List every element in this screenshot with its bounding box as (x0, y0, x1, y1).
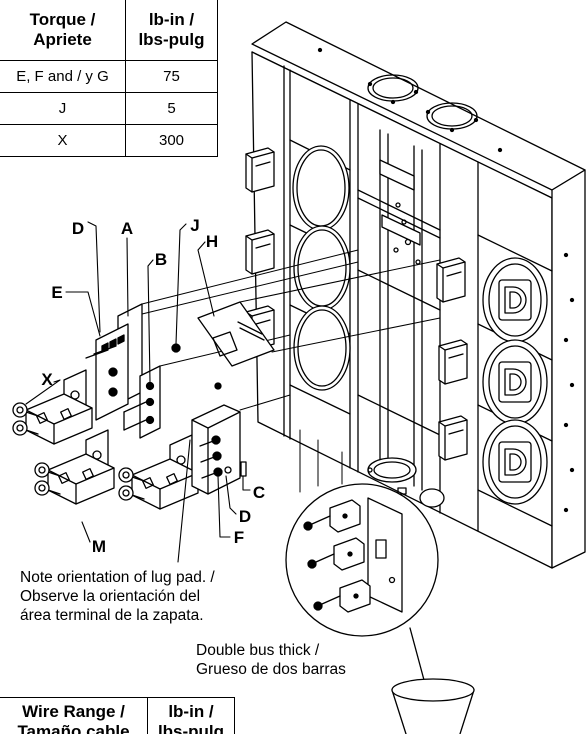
wire-unit-header-line: lb-in / (168, 702, 214, 721)
torque-part-cell: E, F and / y G (0, 60, 126, 93)
lug-pad-plates (85, 303, 161, 439)
wire-range-header: Wire Range / Tamaño cable lb-in / lbs-pu… (0, 697, 235, 734)
callout-f: F (234, 528, 244, 547)
callout-labels: D A J H B E X C D F M (41, 216, 265, 556)
wire-unit-header-line: lbs-pulg (157, 722, 225, 734)
bottom-knockouts (367, 457, 445, 508)
wire-unit-header-cell: lb-in / lbs-pulg (147, 697, 235, 734)
table-row: E, F and / y G 75 (0, 60, 218, 93)
torque-unit-header-line: lbs-pulg (138, 30, 205, 49)
table-row: X 300 (0, 124, 218, 157)
torque-value-cell: 75 (125, 60, 218, 93)
callout-d-lower: D (239, 507, 251, 526)
callout-d-upper: D (72, 219, 84, 238)
wire-range-header-cell: Wire Range / Tamaño cable (0, 697, 148, 734)
callout-a: A (121, 219, 133, 238)
meter-cutouts (292, 145, 351, 391)
torque-unit-header-cell: lb-in / lbs-pulg (125, 0, 218, 61)
neutral-plate-h (171, 301, 275, 390)
torque-table: Torque / Apriete lb-in / lbs-pulg E, F a… (0, 0, 218, 157)
torque-header-line: Apriete (33, 30, 92, 49)
callout-j: J (190, 216, 199, 235)
torque-part-cell: J (0, 92, 126, 125)
callout-b: B (155, 250, 167, 269)
square-d-logo-icon (482, 257, 548, 505)
top-knockouts (317, 47, 503, 153)
side-screws (563, 252, 575, 513)
torque-table-header: Torque / Apriete lb-in / lbs-pulg (0, 0, 218, 61)
note-line: Grueso de dos barras (196, 661, 346, 678)
bus-thickness-note: Double bus thick / Grueso de dos barras (196, 641, 346, 679)
callout-h: H (206, 232, 218, 251)
wire-range-header-line: Tamaño cable (17, 722, 130, 734)
callout-m: M (92, 537, 106, 556)
torque-value-cell: 5 (125, 92, 218, 125)
note-line: Note orientation of lug pad. / (20, 569, 215, 586)
torque-unit-header-line: lb-in / (148, 10, 195, 29)
callout-c: C (253, 483, 265, 502)
wire-range-table-wrapper: Wire Range / Tamaño cable lb-in / lbs-pu… (0, 697, 238, 734)
note-line: Double bus thick / (196, 642, 320, 659)
wire-range-table: Wire Range / Tamaño cable lb-in / lbs-pu… (0, 697, 235, 734)
torque-part-cell: X (0, 124, 126, 157)
table-row: J 5 (0, 92, 218, 125)
note-line: Observe la orientación del (20, 588, 201, 605)
lug-orientation-note: Note orientation of lug pad. / Observe l… (20, 568, 215, 625)
note-line: área terminal de la zapata. (20, 607, 204, 624)
callout-x: X (41, 370, 53, 389)
enclosure-right-side (551, 169, 586, 569)
callout-leader-lines (25, 221, 251, 563)
torque-header-line: Torque / (29, 10, 96, 29)
torque-header-cell: Torque / Apriete (0, 0, 126, 61)
wire-range-header-line: Wire Range / (22, 702, 125, 721)
callout-e: E (51, 283, 62, 302)
torque-value-cell: 300 (125, 124, 218, 157)
bus-thickness-cup (391, 678, 475, 734)
detail-callout (285, 483, 439, 681)
lug-bracket-cdf (191, 404, 247, 495)
